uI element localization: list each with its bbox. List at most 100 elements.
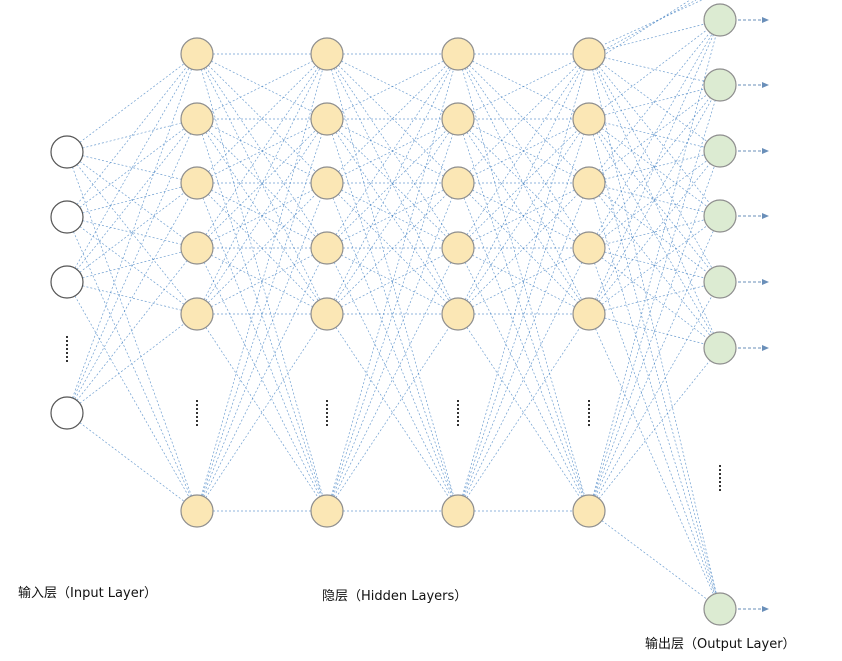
connection-hidden-2-1-to-hidden-3-3 (326, 53, 459, 184)
connection-hidden-3-4-to-hidden-4-6 (457, 247, 590, 512)
hidden-2-node-5 (310, 297, 344, 331)
connection-hidden-3-6-to-hidden-4-5 (457, 313, 590, 512)
connection-hidden-3-6-to-hidden-4-1 (457, 53, 590, 512)
hidden-3-node-1 (441, 37, 475, 71)
hidden-2-node-3 (310, 166, 344, 200)
connection-input-4-to-hidden-1-4 (66, 247, 198, 414)
input-layer-caption: 输入层（Input Layer） (18, 586, 158, 601)
output-arrow-3 (738, 148, 769, 154)
input-node-4 (50, 396, 84, 430)
connection-hidden-4-1-to-output-2 (588, 53, 721, 86)
connection-hidden-4-4-to-output-3 (588, 150, 721, 249)
connection-hidden-1-3-to-hidden-2-1 (196, 53, 328, 184)
connection-hidden-2-3-to-hidden-3-1 (326, 53, 459, 184)
connection-hidden-4-5-to-output-6 (588, 313, 721, 349)
connection-hidden-1-1-to-hidden-2-3 (196, 53, 328, 184)
connection-hidden-1-5-to-hidden-2-3 (196, 182, 328, 315)
connection-hidden-1-6-to-hidden-2-5 (196, 313, 328, 512)
connection-hidden-4-3-to-output-3 (588, 150, 721, 184)
connection-hidden-1-2-to-hidden-2-4 (196, 118, 328, 249)
connection-hidden-3-4-to-hidden-4-2 (457, 118, 590, 249)
connection-hidden-1-6-to-hidden-2-4 (196, 247, 328, 512)
connection-hidden-4-3-to-output-1 (588, 19, 721, 184)
connection-hidden-3-6-to-hidden-4-4 (457, 247, 590, 512)
connection-hidden-2-6-to-hidden-3-1 (326, 53, 459, 512)
output-node-6 (703, 331, 737, 365)
connection-hidden-3-5-to-hidden-4-1 (457, 53, 590, 315)
connection-hidden-4-3-to-output-6 (588, 182, 721, 349)
hidden-2-node-6 (310, 494, 344, 528)
hidden-3-node-4 (441, 231, 475, 265)
connection-hidden-3-5-to-hidden-4-2 (457, 118, 590, 315)
connection-hidden-4-6-to-output-6 (588, 347, 721, 512)
connection-hidden-3-5-to-hidden-4-4 (457, 247, 590, 315)
connection-hidden-3-1-to-hidden-4-3 (457, 53, 590, 184)
hidden-layer-4-ellipsis (588, 400, 590, 426)
connection-hidden-4-2-to-output-1 (588, 19, 721, 120)
connection-hidden-1-6-to-hidden-2-1 (196, 53, 328, 512)
connection-input-2-to-hidden-1-1 (66, 53, 198, 218)
connection-hidden-3-2-to-hidden-4-1 (457, 53, 590, 120)
output-layer-caption: 输出层（Output Layer） (645, 637, 796, 652)
hidden-4-node-3 (572, 166, 606, 200)
connection-hidden-1-2-to-hidden-2-6 (196, 118, 328, 512)
connection-hidden-3-4-to-hidden-4-1 (457, 53, 590, 249)
connection-hidden-4-6-to-output-1 (588, 19, 721, 512)
connection-hidden-2-2-to-hidden-3-1 (326, 53, 459, 120)
connection-hidden-1-4-to-hidden-2-3 (196, 182, 328, 249)
output-arrow-7 (738, 606, 769, 612)
connection-hidden-1-5-to-hidden-2-6 (196, 313, 328, 512)
output-node-4 (703, 199, 737, 233)
connection-hidden-3-6-to-hidden-4-2 (457, 118, 590, 512)
connection-hidden-2-4-to-hidden-3-1 (326, 53, 459, 249)
hidden-4-node-1 (572, 37, 606, 71)
connection-hidden-4-2-to-output-2 (588, 84, 721, 120)
connection-hidden-4-5-to-output-4 (588, 215, 721, 315)
connection-hidden-4-4-to-output-5 (588, 247, 721, 283)
connection-hidden-4-5-to-output-7 (588, 313, 721, 610)
hidden-3-node-6 (441, 494, 475, 528)
connection-input-4-to-hidden-1-5 (66, 313, 198, 414)
connection-hidden-4-6-to-output-2 (588, 84, 721, 512)
connection-hidden-4-3-to-output-2 (588, 84, 721, 184)
connection-hidden-3-5-to-hidden-4-3 (457, 182, 590, 315)
connection-hidden-4-1-to-output-4 (588, 53, 721, 217)
output-arrow-1 (738, 17, 769, 23)
connection-hidden-4-1-to-output-3 (588, 53, 721, 152)
connection-hidden-4-6-to-output-5 (588, 281, 721, 512)
output-layer-ellipsis (719, 465, 721, 491)
connection-hidden-1-4-to-hidden-2-2 (196, 118, 328, 249)
connection-hidden-1-2-to-hidden-2-1 (196, 53, 328, 120)
connection-hidden-1-6-to-hidden-2-3 (196, 182, 328, 512)
output-node-2 (703, 68, 737, 102)
connection-input-1-to-hidden-1-3 (66, 151, 198, 184)
hidden-1-node-1 (180, 37, 214, 71)
connection-input-1-to-hidden-1-5 (66, 151, 198, 315)
neuron-nodes (50, 3, 737, 626)
hidden-3-node-2 (441, 102, 475, 136)
hidden-layer-1-ellipsis (196, 400, 198, 426)
connection-hidden-2-6-to-hidden-3-5 (326, 313, 459, 512)
connection-hidden-2-5-to-hidden-3-1 (326, 53, 459, 315)
connection-offscreen-2 (599, 0, 697, 53)
connection-hidden-1-4-to-hidden-2-6 (196, 247, 328, 512)
output-node-3 (703, 134, 737, 168)
connection-hidden-2-6-to-hidden-3-2 (326, 118, 459, 512)
connection-hidden-2-5-to-hidden-3-4 (326, 247, 459, 315)
connection-input-4-to-hidden-1-2 (66, 118, 198, 414)
connection-offscreen-3 (604, 0, 703, 45)
connection-offscreen-1 (595, 0, 691, 61)
hidden-1-node-3 (180, 166, 214, 200)
connection-hidden-4-6-to-output-4 (588, 215, 721, 512)
input-node-3 (50, 265, 84, 299)
connection-hidden-3-6-to-hidden-4-3 (457, 182, 590, 512)
hidden-2-node-4 (310, 231, 344, 265)
connection-hidden-2-5-to-hidden-3-2 (326, 118, 459, 315)
connection-hidden-3-4-to-hidden-4-3 (457, 182, 590, 249)
output-arrows (738, 17, 769, 612)
connection-hidden-4-2-to-output-3 (588, 118, 721, 152)
connection-hidden-3-5-to-hidden-4-6 (457, 313, 590, 512)
connection-input-3-to-hidden-1-6 (66, 281, 198, 512)
hidden-3-node-3 (441, 166, 475, 200)
connection-hidden-1-6-to-hidden-2-2 (196, 118, 328, 512)
